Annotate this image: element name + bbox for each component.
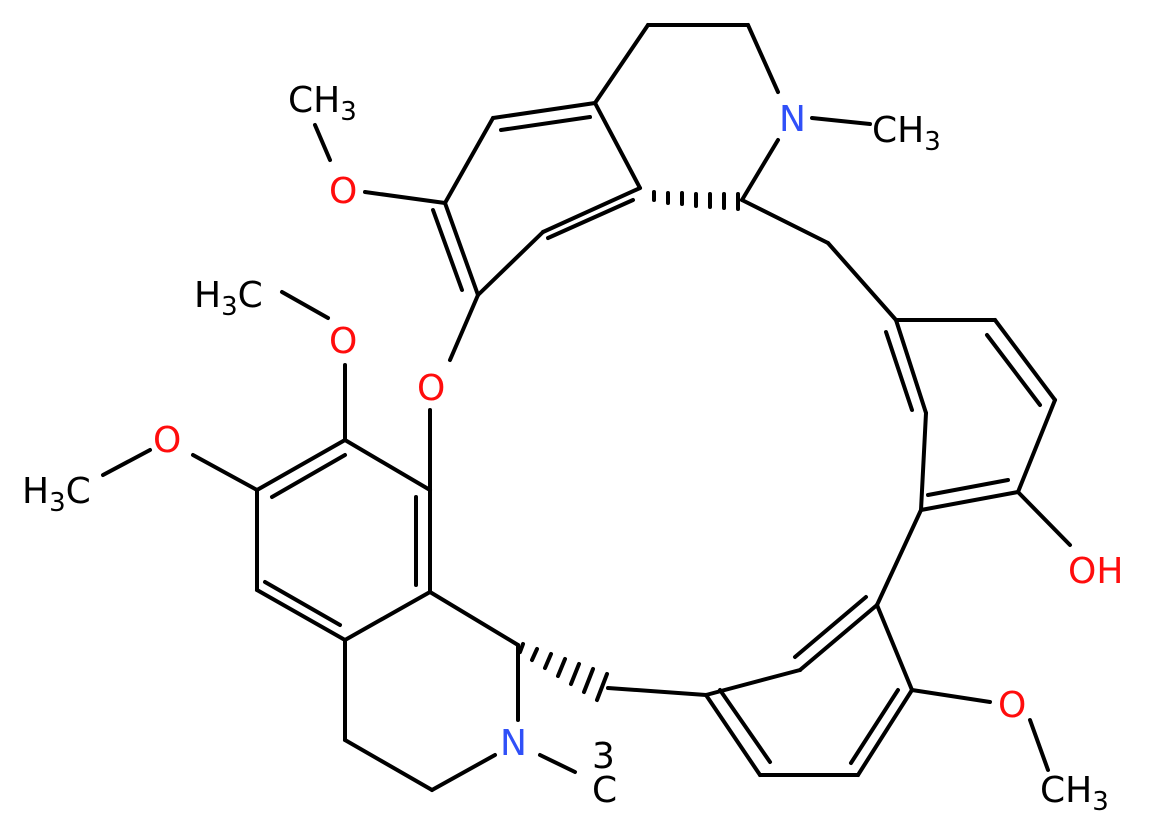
oxygen-label-bottom-right-methoxy: O	[998, 685, 1026, 726]
nitrogen-label-bottom: N	[500, 723, 527, 764]
bond-lines	[101, 23, 1072, 792]
hashed-wedge-bond-top	[652, 190, 740, 211]
hydroxyl-label: OH	[1068, 551, 1123, 592]
n-methyl-c-label-bottom: C	[592, 770, 617, 811]
methyl-label-mid: H3C	[194, 275, 263, 322]
methyl-label-bottom-right: CH3	[1040, 770, 1109, 817]
oxygen-label-top-methoxy: O	[329, 171, 357, 212]
oxygen-label-left-methoxy: O	[153, 420, 181, 461]
methyl-label-top: CH3	[288, 80, 357, 127]
oxygen-label-mid-methoxy: O	[329, 321, 357, 362]
n-methyl-label-bottom: 3	[592, 736, 615, 777]
oxygen-label-ether-bridge: O	[417, 368, 445, 409]
atom-labels: CH3 O N CH3 H3C O O O H3C OH O CH3 N 3 C	[22, 80, 1123, 817]
hashed-wedge-bond-bottom	[518, 642, 609, 702]
n-methyl-label-top: CH3	[872, 110, 941, 157]
nitrogen-label-top: N	[779, 99, 806, 140]
methyl-label-left: H3C	[22, 471, 91, 518]
